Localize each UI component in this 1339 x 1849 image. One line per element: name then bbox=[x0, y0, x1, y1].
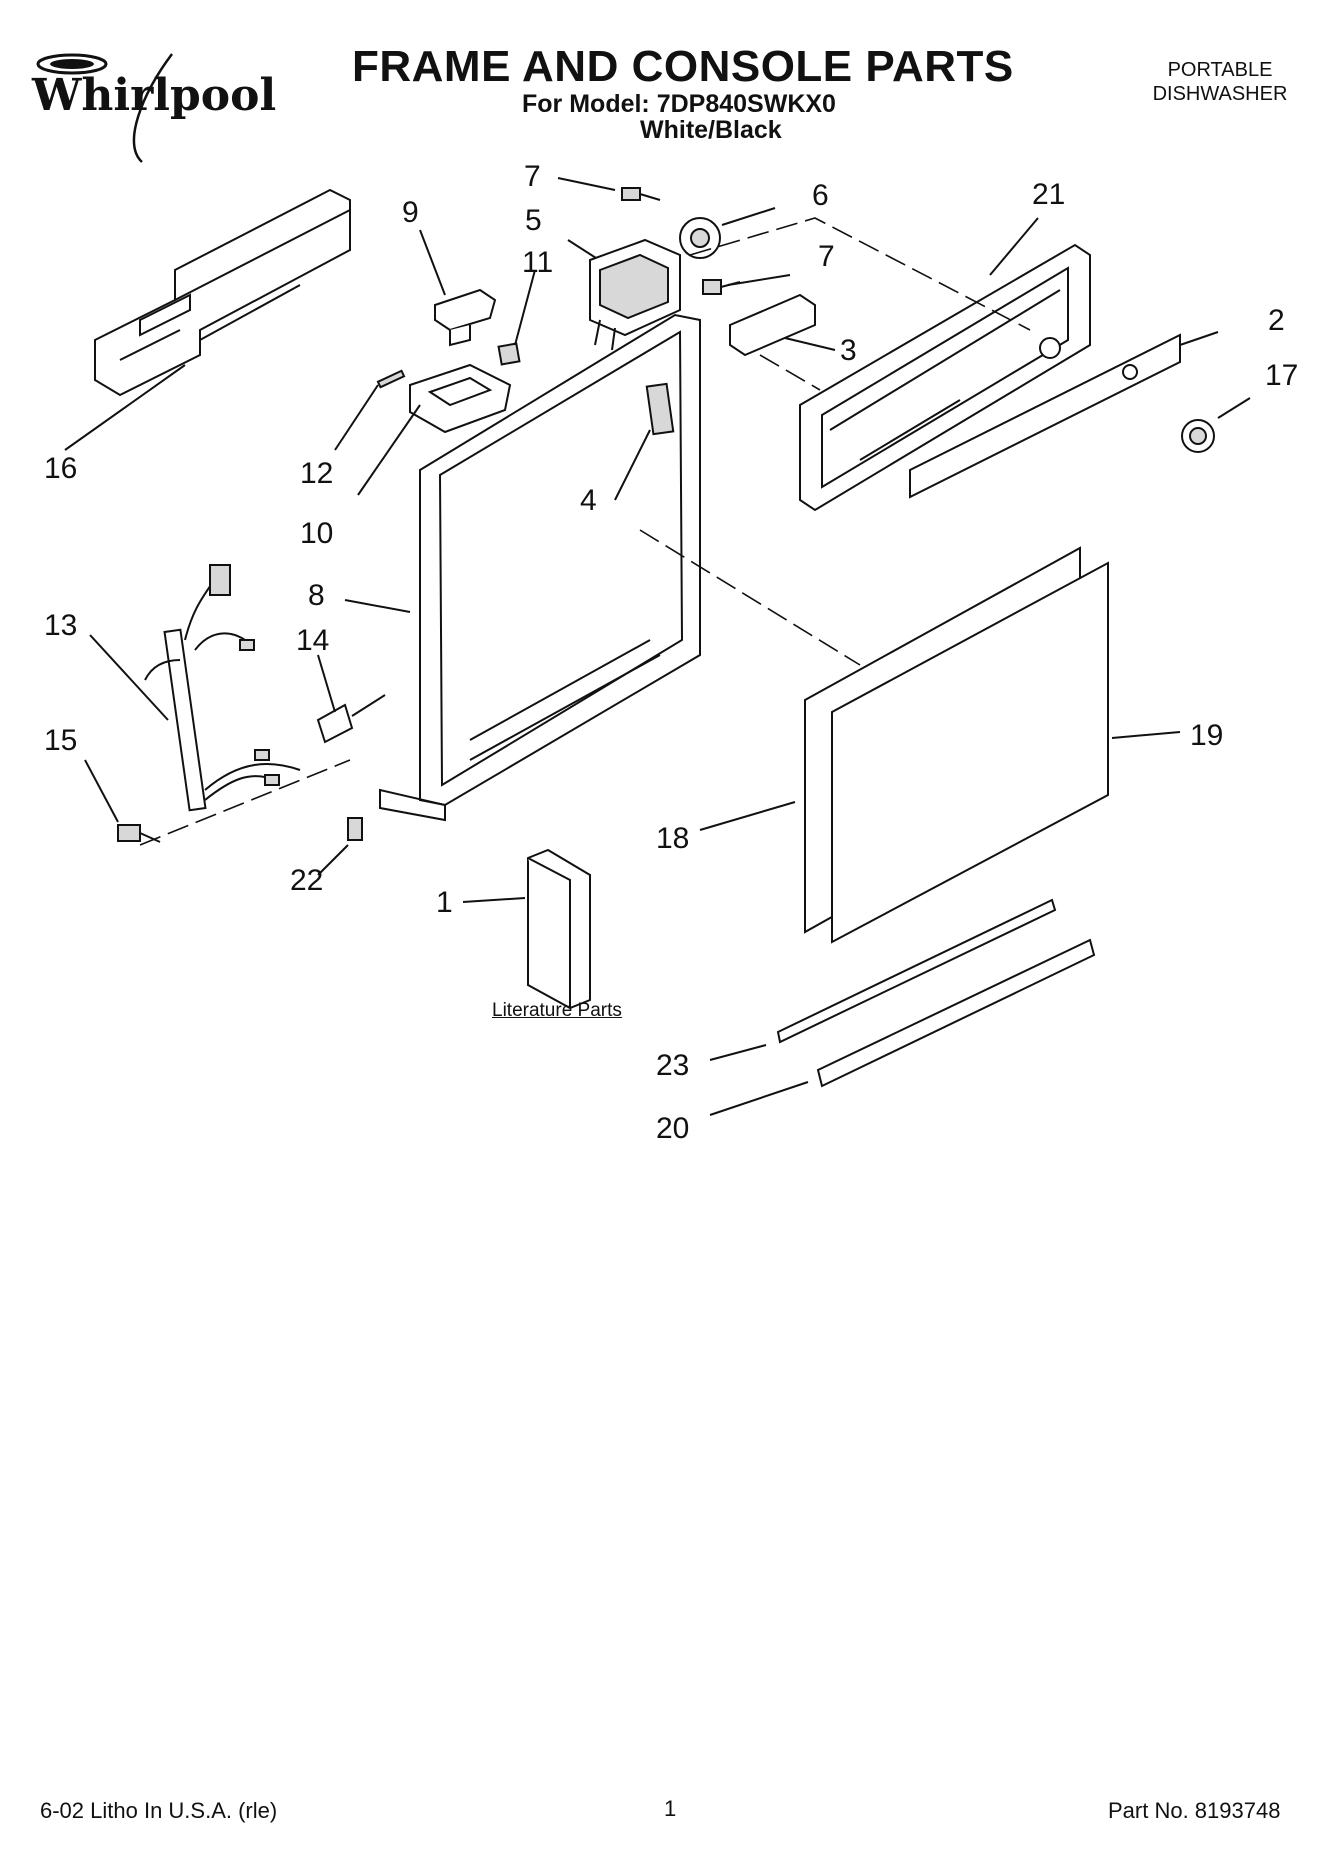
callout-22: 22 bbox=[290, 864, 323, 897]
callout-16: 16 bbox=[44, 452, 77, 485]
callout-7b: 7 bbox=[818, 240, 835, 273]
callout-20: 20 bbox=[656, 1112, 689, 1145]
model-line: For Model: 7DP840SWKX0 bbox=[522, 90, 836, 118]
footer-page-number: 1 bbox=[664, 1796, 677, 1821]
callout-6: 6 bbox=[812, 179, 829, 212]
part-22-clip bbox=[347, 817, 363, 841]
literature-parts-label: Literature Parts bbox=[492, 1000, 622, 1021]
part-7-screw-mid bbox=[702, 279, 741, 295]
callout-10: 10 bbox=[300, 517, 333, 550]
leader-arrows bbox=[64, 177, 1251, 1116]
part-4-latch bbox=[645, 382, 675, 436]
brand-name: Whirlpool bbox=[32, 70, 277, 121]
callout-4: 4 bbox=[580, 484, 597, 517]
part-20-trim bbox=[816, 938, 1096, 1088]
callout-7a: 7 bbox=[524, 160, 541, 193]
callout-1: 1 bbox=[436, 886, 453, 919]
part-13-harness bbox=[144, 564, 301, 812]
callout-11: 11 bbox=[522, 246, 553, 279]
part-23-rail bbox=[776, 898, 1057, 1044]
part-5-switch bbox=[589, 238, 681, 351]
part-19-panel bbox=[831, 561, 1109, 944]
color-line: White/Black bbox=[640, 116, 782, 144]
part-16-cover bbox=[94, 188, 351, 397]
part-1-literature bbox=[527, 848, 591, 1010]
callout-2: 2 bbox=[1268, 304, 1285, 337]
callout-19: 19 bbox=[1190, 719, 1223, 752]
callout-23: 23 bbox=[656, 1049, 689, 1082]
product-type-line1: PORTABLE bbox=[1167, 59, 1273, 81]
part-10-housing bbox=[409, 363, 512, 434]
logo-swoosh-icon bbox=[36, 53, 174, 163]
part-9-bracket bbox=[434, 288, 497, 347]
callout-13: 13 bbox=[44, 609, 77, 642]
callout-18: 18 bbox=[656, 822, 689, 855]
part-15-screw bbox=[117, 824, 161, 843]
part-11-clip bbox=[497, 342, 521, 366]
part-12-strip bbox=[376, 369, 406, 389]
part-2-overlay bbox=[909, 333, 1181, 499]
callout-9: 9 bbox=[402, 196, 419, 229]
part-17-knob bbox=[1181, 419, 1215, 453]
part-6-dial bbox=[679, 217, 721, 259]
product-type: PORTABLE DISHWASHER bbox=[1140, 58, 1300, 106]
callout-14: 14 bbox=[296, 624, 329, 657]
product-type-line2: DISHWASHER bbox=[1152, 83, 1288, 105]
callout-15: 15 bbox=[44, 724, 77, 757]
footer-part-number: Part No. 8193748 bbox=[1108, 1798, 1281, 1823]
part-21-console bbox=[799, 243, 1091, 512]
callout-8: 8 bbox=[308, 579, 325, 612]
part-14-switch bbox=[316, 694, 386, 744]
page-title: FRAME AND CONSOLE PARTS bbox=[352, 42, 1014, 91]
callout-21: 21 bbox=[1032, 178, 1065, 211]
callout-17: 17 bbox=[1265, 359, 1298, 392]
callout-3: 3 bbox=[840, 334, 857, 367]
part-3-module bbox=[729, 293, 816, 357]
footer-litho: 6-02 Litho In U.S.A. (rle) bbox=[40, 1798, 278, 1823]
callout-12: 12 bbox=[300, 457, 333, 490]
callout-5: 5 bbox=[525, 204, 542, 237]
part-7-screw-top bbox=[621, 187, 661, 201]
brand-logo: Whirlpool bbox=[22, 44, 276, 164]
part-8-frame bbox=[379, 313, 701, 822]
